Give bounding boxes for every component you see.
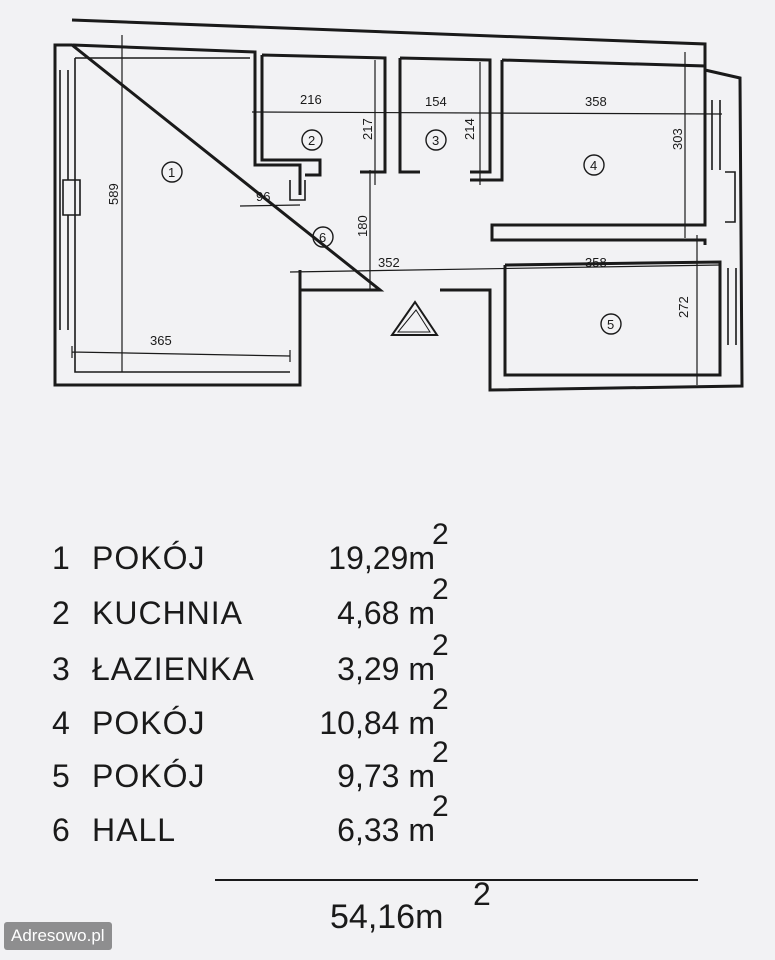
dim-line-niche: [239, 204, 301, 207]
legend-row: 3 ŁAZIENKA 3,29 m 2: [0, 629, 775, 701]
entrance-triangle-icon: [390, 300, 439, 336]
legend-area: 4,68 m: [337, 595, 435, 631]
legend-area-sup: 2: [432, 683, 449, 716]
dim-line-top-row: [251, 111, 723, 115]
legend-name: POKÓJ: [92, 540, 206, 576]
dim-room4-height: 303: [670, 128, 685, 150]
legend-area: 6,33 m: [337, 812, 435, 848]
legend-name: POKÓJ: [92, 705, 206, 741]
legend-num: 1: [52, 540, 71, 576]
floor-plan: 365 589 216 217 154 214 358 303 358 272 …: [53, 18, 744, 392]
legend-row: 5 POKÓJ 9,73 m 2: [0, 736, 775, 808]
dim-line-room1-width: [71, 346, 291, 362]
room3-number: 3: [432, 133, 439, 148]
dim-room4-width: 358: [585, 94, 607, 109]
dim-hall-height: 180: [355, 215, 370, 237]
room4-wall: [470, 58, 707, 245]
legend-name: POKÓJ: [92, 758, 206, 794]
kitchen-wall: [260, 53, 387, 177]
room4-window: [711, 100, 736, 223]
legend-name: HALL: [92, 812, 177, 848]
legend-row: 2 KUCHNIA 4,68 m 2: [0, 573, 775, 645]
room5-number: 5: [607, 317, 614, 332]
legend-row: 4 POKÓJ 10,84 m 2: [0, 683, 775, 755]
dim-room1-height: 589: [106, 183, 121, 205]
entrance-triangle-fill: [396, 309, 431, 333]
room3-marker: [425, 129, 447, 151]
legend-area: 3,29 m: [337, 651, 435, 687]
total-area-sup: 2: [473, 876, 491, 912]
total-area-value: 54,16m: [330, 898, 444, 936]
legend-num: 4: [52, 705, 71, 741]
legend-row: 1 POKÓJ 19,29m 2: [0, 518, 775, 590]
dim-room5-width: 358: [585, 255, 607, 270]
legend-num: 3: [52, 651, 71, 687]
legend-area-sup: 2: [432, 629, 449, 662]
room4-number: 4: [590, 158, 597, 173]
room5-marker: [600, 313, 622, 335]
dim-room2-height: 217: [360, 118, 375, 140]
hall-niche: [289, 180, 306, 201]
inner-wall-left: [72, 43, 302, 290]
total-area: 54,16m 2: [330, 876, 491, 937]
legend-area-sup: 2: [432, 736, 449, 769]
legend-row: 6 HALL 6,33 m 2: [0, 790, 775, 862]
legend-name: ŁAZIENKA: [92, 651, 255, 687]
legend-num: 5: [52, 758, 71, 794]
dim-line-bottom-row: [289, 264, 721, 273]
watermark-logo: Adresowo.pl: [4, 922, 112, 950]
dim-room3-width: 154: [425, 94, 447, 109]
room1-marker: [161, 161, 183, 183]
room1-window: [59, 70, 81, 330]
dim-room2-width: 216: [300, 92, 322, 107]
room6-marker: [312, 226, 334, 248]
room6-number: 6: [319, 230, 326, 245]
legend-area: 9,73 m: [337, 758, 435, 794]
room2-number: 2: [308, 133, 315, 148]
room1-inner-outline: [74, 57, 290, 373]
room5-window: [727, 268, 737, 345]
total-divider: [215, 879, 698, 881]
room2-marker: [301, 129, 323, 151]
dim-room1-width: 365: [150, 333, 172, 348]
room5-wall: [503, 260, 722, 377]
dim-hall-width: 352: [378, 255, 400, 270]
dim-room5-height: 272: [676, 296, 691, 318]
room4-marker: [583, 154, 605, 176]
room1-number: 1: [168, 165, 175, 180]
legend-area-sup: 2: [432, 518, 449, 551]
legend-area-sup: 2: [432, 573, 449, 606]
legend-area: 10,84 m: [319, 705, 435, 741]
legend-num: 2: [52, 595, 71, 631]
legend-area-sup: 2: [432, 790, 449, 823]
dim-niche-width: 96: [256, 189, 270, 204]
legend-num: 6: [52, 812, 71, 848]
dim-room3-height: 214: [462, 118, 477, 140]
legend-name: KUCHNIA: [92, 595, 244, 631]
legend-area: 19,29m: [328, 540, 435, 576]
